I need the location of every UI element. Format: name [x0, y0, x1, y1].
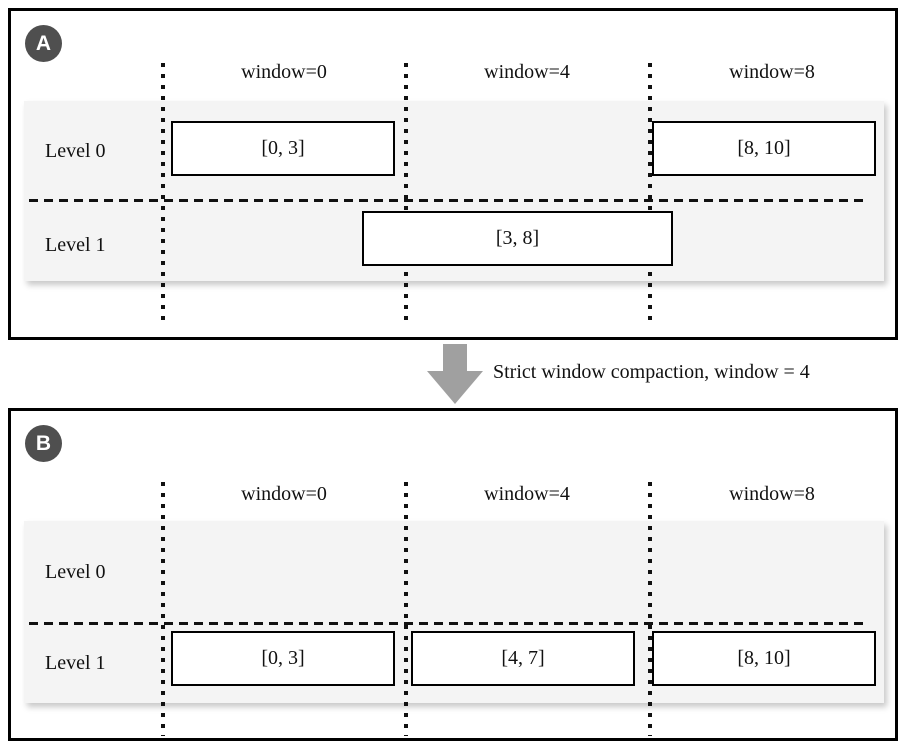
window-label-0: window=0 — [241, 483, 327, 505]
level-1-label: Level 1 — [45, 234, 106, 256]
panel-a-badge: A — [25, 25, 62, 62]
range-box: [3, 8] — [362, 211, 673, 266]
range-box: [4, 7] — [411, 631, 635, 686]
range-box: [0, 3] — [171, 631, 395, 686]
down-arrow-head — [427, 371, 483, 404]
transition-label: Strict window compaction, window = 4 — [493, 361, 810, 383]
level-1-label: Level 1 — [45, 652, 106, 674]
window-divider-dotted-line — [161, 482, 165, 736]
range-box: [8, 10] — [652, 631, 876, 686]
window-divider-dotted-line — [161, 63, 165, 327]
range-box: [8, 10] — [652, 121, 876, 176]
range-box: [0, 3] — [171, 121, 395, 176]
panel-b-badge: B — [25, 425, 62, 462]
window-divider-dotted-line — [648, 482, 652, 736]
down-arrow-shaft — [443, 344, 467, 371]
window-label-4: window=4 — [484, 483, 570, 505]
panel-b: B window=0 window=4 window=8 Level 0 Lev… — [8, 408, 898, 741]
window-divider-dotted-line — [404, 482, 408, 736]
window-label-8: window=8 — [729, 61, 815, 83]
window-label-8: window=8 — [729, 483, 815, 505]
window-divider-dotted-line — [404, 63, 408, 327]
level-0-label: Level 0 — [45, 140, 106, 162]
level-divider-dashed-line — [29, 199, 863, 202]
window-divider-dotted-line — [648, 63, 652, 327]
down-arrow-icon — [427, 344, 483, 404]
window-label-4: window=4 — [484, 61, 570, 83]
level-divider-dashed-line — [29, 622, 863, 625]
level-0-label: Level 0 — [45, 561, 106, 583]
panel-a: A window=0 window=4 window=8 Level 0 Lev… — [8, 8, 898, 340]
window-label-0: window=0 — [241, 61, 327, 83]
